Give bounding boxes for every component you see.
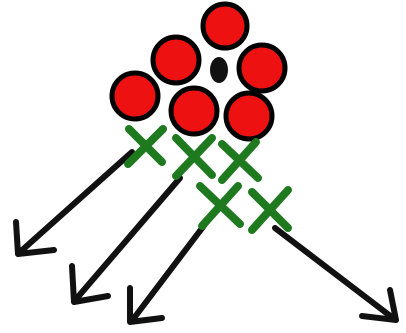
arrow-4 [275, 228, 396, 320]
red-circle-lower-right [226, 93, 272, 139]
red-circle-top [203, 4, 247, 48]
arrows-group [16, 152, 396, 322]
green-x-mark-4 [200, 186, 240, 226]
green-x-mark-5 [252, 190, 288, 230]
circles-group [112, 4, 285, 139]
center-black-dot [210, 57, 228, 83]
green-x-mark-3 [222, 142, 258, 180]
green-x-mark-1 [128, 129, 163, 164]
green-x-mark-2 [176, 138, 212, 176]
red-circle-upper-right [239, 45, 285, 91]
red-circle-upper-left [153, 37, 199, 83]
arrow-1 [16, 152, 132, 254]
arrow-3 [130, 215, 212, 322]
red-circle-lower-middle [171, 88, 217, 134]
red-circle-lower-left [112, 73, 158, 119]
